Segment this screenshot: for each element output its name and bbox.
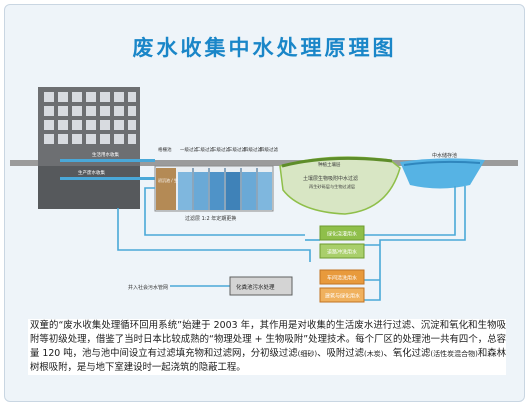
soil-main-label: 土壤层生物吸附中水过滤 xyxy=(303,175,358,182)
caption-note-1: (细砂) xyxy=(297,350,318,358)
page-title: 废水收集中水处理原理图 xyxy=(132,36,397,60)
use-2-label: 道路冲洗用水 xyxy=(327,249,357,256)
process-diagram: 生活用水收集 生产废水收集 初沉池 / 生化池 格栅池 一级过滤 二级过滤 三级… xyxy=(10,87,518,303)
collect-pipe xyxy=(60,159,155,162)
caption-part-4: 和森林树根吸附，是与地下室建设时一起浇筑的隐蔽工程。 xyxy=(30,348,506,373)
use-4-label: 建筑与绿化用水 xyxy=(325,293,360,300)
distribution-pipes xyxy=(117,186,466,301)
use-3-label: 车间清洗用水 xyxy=(327,275,357,282)
collect-pipe-label: 生活用水收集 xyxy=(92,151,119,158)
soil-top-label: 种植土壤层 xyxy=(318,161,341,168)
building xyxy=(38,87,140,209)
sewage-box-label: 化粪池污水处理 xyxy=(236,283,275,291)
use-1-label: 绿化浇灌用水 xyxy=(327,231,357,238)
reservoir xyxy=(400,158,485,189)
caption-part-2: 、吸附过滤 xyxy=(317,348,364,359)
pool-6-label: 四级过滤 xyxy=(260,146,278,153)
pool-5-label: 四级过滤 xyxy=(244,146,262,153)
production-pipe-label: 生产废水收集 xyxy=(78,169,105,176)
filter-note: 过滤层 1:2 年定期更换 xyxy=(185,215,236,222)
caption-paragraph: 双童的“废水收集处理循环回用系统”始建于 2003 年，其作用是对收集的生活废水… xyxy=(28,319,506,375)
caption-note-3: (活性炭混合物) xyxy=(430,350,478,358)
caption-part-1: 双童的“废水收集处理循环回用系统”始建于 2003 年，其作用是对收集的生活废水… xyxy=(30,320,506,359)
pool-1-label: 一级过滤 xyxy=(180,146,198,153)
pool-4-label: 三级过滤 xyxy=(228,146,246,153)
caption-note-2: (木炭) xyxy=(364,350,384,358)
pool-3-label: 三级过滤 xyxy=(212,146,230,153)
treatment-pools: 初沉池 / 生化池 xyxy=(154,165,274,212)
soil-sub-label: 再生砂砾层与生物过滤层 xyxy=(309,183,355,190)
reservoir-label: 中水储存池 xyxy=(432,152,457,159)
pool-first-label: 初沉池 / 生化池 xyxy=(158,177,186,183)
pool-2-label: 二级过滤 xyxy=(196,146,214,153)
production-pipe xyxy=(60,177,155,180)
ground-line xyxy=(10,160,518,166)
pool-grid-label: 格栅池 xyxy=(158,146,172,153)
sewage-out-label: 并入社会污水管网 xyxy=(128,284,168,291)
sewage-box xyxy=(229,276,293,296)
soil-filter xyxy=(279,156,401,215)
caption-part-3: 、氧化过滤 xyxy=(383,348,431,359)
usage-boxes xyxy=(319,225,365,303)
